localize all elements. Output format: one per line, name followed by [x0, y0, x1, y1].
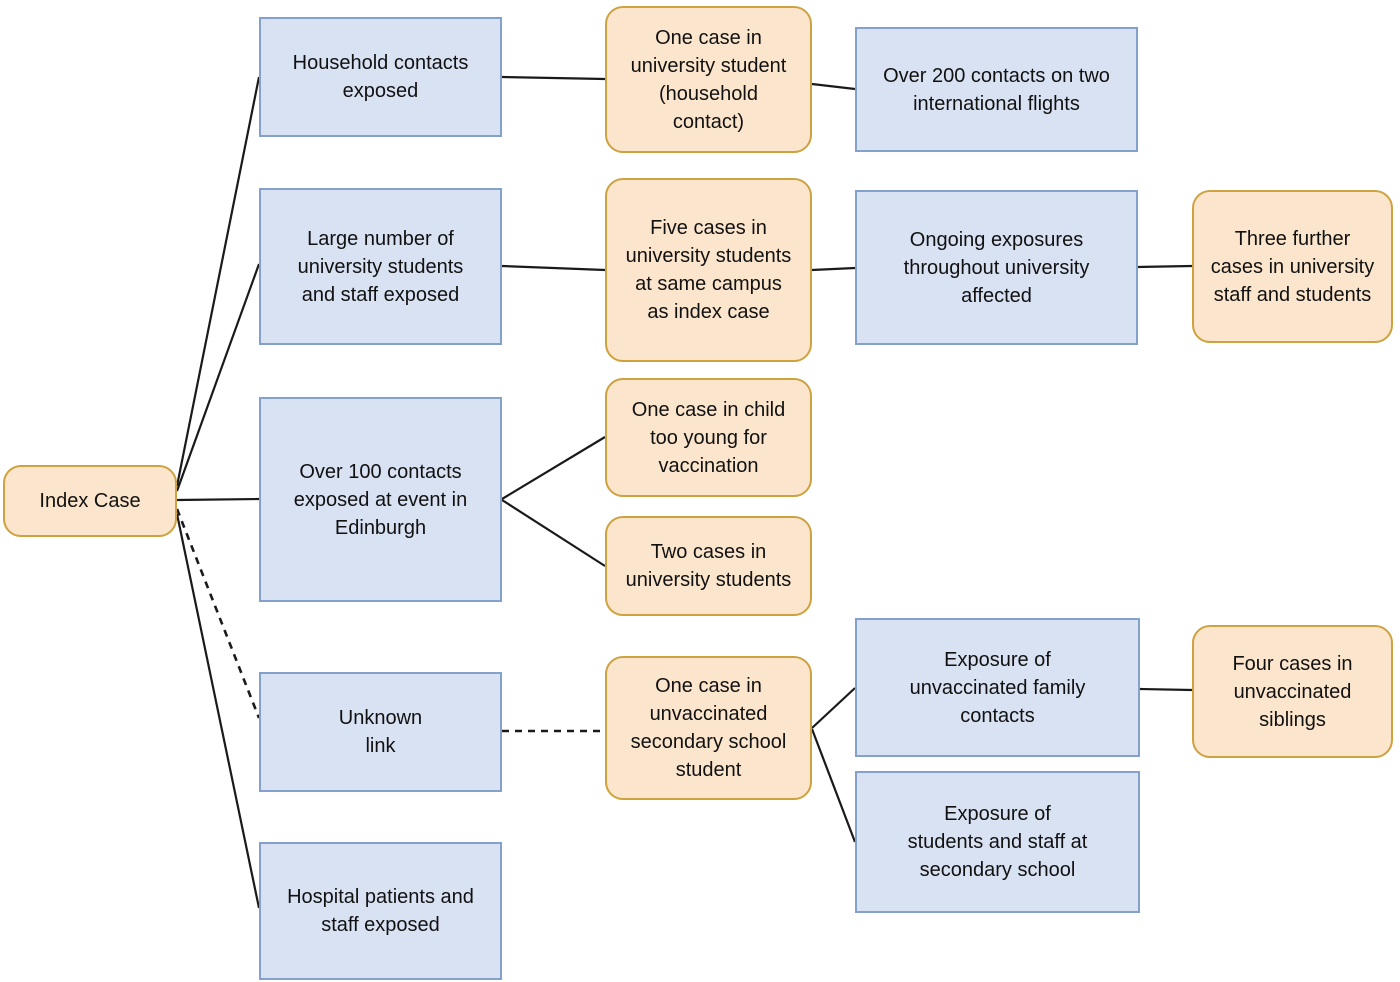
- node-one-case-university: One case in university student (househol…: [605, 6, 812, 153]
- node-label: Over 100 contacts exposed at event in Ed…: [293, 460, 468, 539]
- node-flight-contacts: Over 200 contacts on two international f…: [855, 27, 1138, 152]
- edge-index-university: [175, 263, 261, 492]
- node-household-contacts: Household contacts exposed: [259, 17, 502, 137]
- node-index-case: Index Case: [3, 465, 177, 537]
- node-two-cases-university: Two cases in university students: [605, 516, 812, 616]
- node-four-cases-siblings: Four cases in unvaccinated siblings: [1192, 625, 1393, 758]
- edge-family-fourcases: [1139, 687, 1193, 692]
- edge-household-onecase: [501, 75, 606, 81]
- node-three-further-cases: Three further cases in university staff …: [1192, 190, 1393, 343]
- node-label: Ongoing exposures throughout university …: [903, 228, 1090, 307]
- node-label: Three further cases in university staff …: [1210, 227, 1375, 306]
- node-hospital-exposed: Hospital patients and staff exposed: [259, 842, 502, 980]
- edge-event-childcase: [501, 436, 606, 500]
- edge-index-unknown: [175, 508, 261, 719]
- node-label: One case in child too young for vaccinat…: [631, 398, 786, 477]
- node-unknown-link: Unknown link: [259, 672, 502, 792]
- node-label: Four cases in unvaccinated siblings: [1232, 652, 1353, 731]
- node-label: Five cases in university students at sam…: [625, 217, 792, 323]
- edge-onecase-flights: [811, 82, 856, 91]
- node-event-contacts: Over 100 contacts exposed at event in Ed…: [259, 397, 502, 602]
- node-child-case: One case in child too young for vaccinat…: [605, 378, 812, 497]
- edge-index-hospital: [175, 513, 261, 909]
- node-university-exposed: Large number of university students and …: [259, 188, 502, 345]
- node-label: Two cases in university students: [625, 541, 792, 591]
- node-secondary-school-case: One case in unvaccinated secondary schoo…: [605, 656, 812, 800]
- edge-event-twocases: [501, 499, 606, 567]
- node-label: Unknown link: [338, 707, 423, 757]
- node-secondary-school-exposure: Exposure of students and staff at second…: [855, 771, 1140, 913]
- node-family-contacts-exposure: Exposure of unvaccinated family contacts: [855, 618, 1140, 757]
- node-label: Exposure of students and staff at second…: [907, 803, 1088, 881]
- node-label: One case in university student (househol…: [630, 26, 787, 133]
- node-label: Hospital patients and staff exposed: [287, 886, 474, 936]
- node-label: Household contacts exposed: [292, 52, 469, 102]
- edge-index-household: [175, 76, 261, 487]
- node-label: Index Case: [39, 490, 141, 512]
- node-label: Over 200 contacts on two international f…: [883, 64, 1110, 115]
- edge-university-fivecases: [501, 264, 606, 272]
- edge-secondarycase-family: [811, 687, 856, 729]
- node-ongoing-exposures: Ongoing exposures throughout university …: [855, 190, 1138, 345]
- node-five-cases-campus: Five cases in university students at sam…: [605, 178, 812, 362]
- edge-secondarycase-school: [810, 728, 857, 843]
- edge-fivecases-ongoing: [811, 266, 856, 272]
- edge-index-event: [176, 497, 260, 502]
- node-label: One case in unvaccinated secondary schoo…: [630, 675, 787, 781]
- node-label: Exposure of unvaccinated family contacts: [909, 648, 1086, 727]
- node-label: Large number of university students and …: [297, 227, 464, 306]
- edge-ongoing-threefurther: [1137, 264, 1193, 269]
